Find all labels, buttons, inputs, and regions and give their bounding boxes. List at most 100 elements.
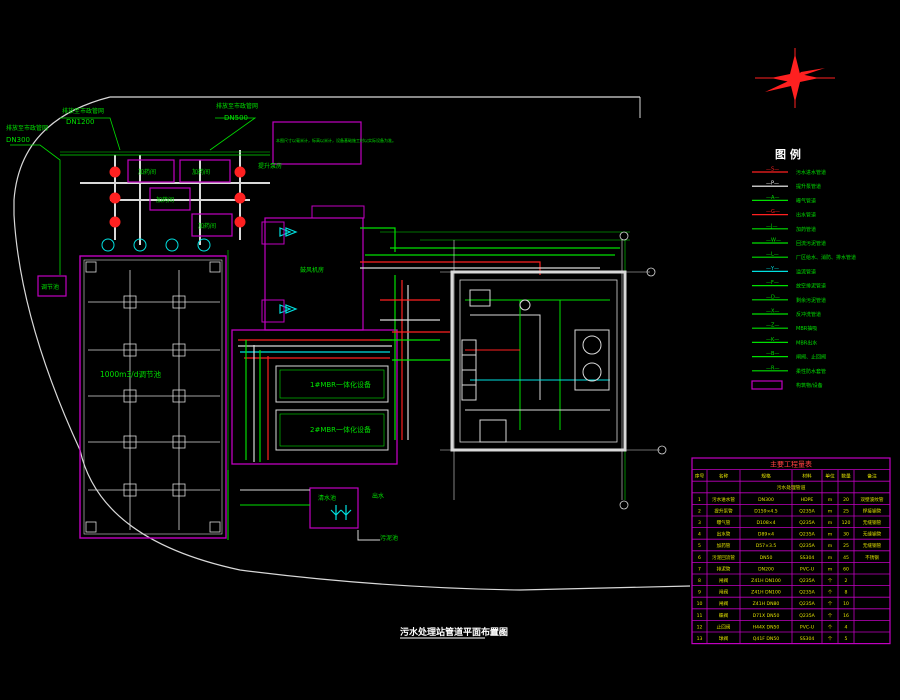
- table-header: 序号: [695, 473, 705, 480]
- table-cell: 排泥管: [717, 565, 731, 572]
- blower-units: [279, 227, 298, 314]
- table-header: 规格: [761, 473, 771, 480]
- table-cell: 16: [843, 613, 849, 619]
- table-cell: 30: [843, 532, 849, 538]
- table-cell: 8: [845, 590, 848, 596]
- table-cell: Q41F DN50: [753, 636, 779, 642]
- legend-label: 柔性防水套管: [796, 368, 826, 375]
- svg-text:加药间: 加药间: [192, 168, 210, 176]
- table-cell: D71X DN50: [753, 613, 780, 619]
- svg-text:出水: 出水: [372, 492, 384, 500]
- legend-label: 反冲洗管道: [796, 311, 821, 318]
- table-cell: 曝气管: [717, 519, 731, 526]
- svg-text:排放至市政管网: 排放至市政管网: [6, 124, 48, 132]
- table-cell: Q235A: [799, 613, 815, 619]
- table-cell: 闸阀: [719, 577, 729, 584]
- table-cell: 5: [698, 543, 701, 549]
- table-cell: 2: [698, 508, 701, 514]
- table-cell: 1: [698, 497, 701, 503]
- legend-symbol: —R—: [766, 365, 779, 371]
- legend-symbol: —J—: [766, 223, 777, 229]
- table-cell: 无缝钢管: [863, 531, 882, 538]
- legend-item: —R— 柔性防水套管: [752, 365, 826, 375]
- legend-item: —W—回流污泥管道: [752, 238, 826, 247]
- table-cell: 60: [843, 566, 849, 572]
- drawing-scale: 1:100: [489, 630, 506, 637]
- legend-item: —D—剩余污泥管道: [752, 294, 826, 304]
- legend-item: —L—厂区给水、消防、排水管道: [752, 252, 856, 261]
- legend-item: —Z—MBR抽吸: [752, 323, 817, 332]
- table-cell: 4: [698, 532, 701, 538]
- legend-item: 构筑物/设备: [751, 380, 823, 390]
- table-cell: 2: [845, 578, 848, 584]
- mbr-unit-1: [275, 365, 389, 403]
- table-cell: 4: [845, 624, 848, 630]
- table-cell: 6: [698, 555, 701, 561]
- legend-item: —P—提升泵管道: [752, 181, 821, 190]
- dosing-room-4: [191, 213, 233, 237]
- table-cell: 11: [697, 613, 703, 619]
- table-title: 主要工程量表: [770, 460, 812, 469]
- svg-text:1#MBR一体化设备: 1#MBR一体化设备: [310, 380, 371, 389]
- equipment-building: [450, 270, 627, 452]
- table-cell: HDPE: [801, 497, 814, 503]
- table-cell: 止回阀: [717, 623, 731, 630]
- inlet-callout-lines: [10, 117, 270, 275]
- table-cell: Q235A: [799, 532, 815, 538]
- svg-text:清水池: 清水池: [318, 494, 336, 502]
- table-cell: 个: [828, 613, 833, 619]
- legend: —S—污水进水管道—P—提升泵管道—A—曝气管道—G—出水管道—J—加药管道—W…: [751, 167, 856, 390]
- table-cell: 个: [828, 636, 833, 642]
- table-cell: Q235A: [799, 543, 815, 549]
- legend-symbol: —A—: [766, 195, 779, 201]
- legend-label: 加药管道: [796, 226, 816, 233]
- svg-text:加药间: 加药间: [156, 196, 174, 204]
- table-cell: 20: [843, 497, 849, 503]
- note-text: 本图尺寸以毫米计，标高以米计，设备基础施工时以实际设备为准。: [276, 137, 396, 143]
- table-cell: 个: [828, 624, 833, 630]
- table-header: 备注: [867, 473, 877, 480]
- table-cell: Q235A: [799, 590, 815, 596]
- legend-label: 闸阀、止回阀: [796, 354, 826, 361]
- valve-circles: [109, 166, 246, 228]
- clear-water-pumps: [330, 505, 352, 520]
- legend-symbol: —Z—: [766, 323, 779, 329]
- legend-symbol: —S—: [766, 167, 779, 173]
- table-cell: D159×4.5: [754, 508, 778, 514]
- north-arrow-icon: [755, 48, 835, 108]
- mbr-building: [231, 329, 398, 465]
- table-cell: 闸阀: [719, 600, 729, 607]
- legend-symbol: —B—: [766, 351, 779, 357]
- table-cell: 25: [843, 543, 849, 549]
- legend-item: —F—放空排泥管道: [752, 280, 826, 290]
- legend-symbol: —X—: [766, 309, 779, 315]
- legend-symbol: —L—: [766, 252, 779, 258]
- table-cell: PVC-U: [800, 624, 814, 630]
- table-cell: 8: [698, 578, 701, 584]
- svg-text:排放至市政管网: 排放至市政管网: [216, 102, 258, 110]
- legend-item: —X— 反冲洗管道: [752, 309, 821, 318]
- dosing-room-1: [127, 159, 175, 183]
- legend-item: —Y—溢流管道: [752, 266, 816, 275]
- outlet-pipes: [227, 470, 380, 541]
- legend-symbol: —D—: [766, 294, 780, 300]
- svg-text:加药间: 加药间: [198, 222, 216, 230]
- table-cell: D89×4: [758, 532, 774, 538]
- table-cell: 7: [698, 566, 701, 572]
- table-cell: 45: [843, 555, 849, 561]
- dosing-room-2: [179, 159, 231, 183]
- svg-text:DN500: DN500: [224, 114, 248, 122]
- table-cell: 25: [843, 508, 849, 514]
- table-header: 单位: [825, 473, 835, 480]
- table-cell: m: [828, 544, 833, 549]
